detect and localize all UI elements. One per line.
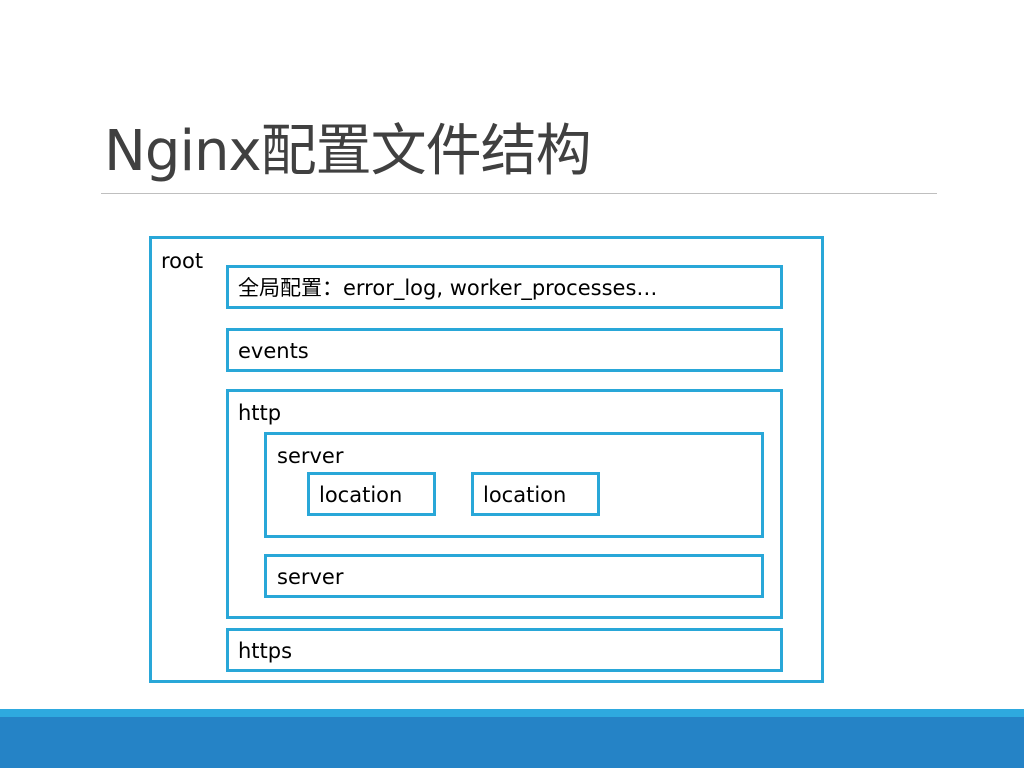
http-label: http xyxy=(238,401,282,425)
location-box: location xyxy=(471,472,600,516)
footer-band-light xyxy=(0,709,1024,717)
root-label: root xyxy=(161,249,204,273)
location-box: location xyxy=(307,472,436,516)
events-label: events xyxy=(238,339,309,363)
server-label: server xyxy=(277,565,344,589)
https-label: https xyxy=(238,639,293,663)
events-box: events xyxy=(226,328,783,372)
server-box: server xyxy=(264,554,764,598)
slide-title: Nginx配置文件结构 xyxy=(104,119,592,184)
global-config-label: 全局配置：error_log, worker_processes… xyxy=(238,276,658,300)
location-label: location xyxy=(483,483,567,507)
footer-band-dark xyxy=(0,717,1024,768)
https-box: https xyxy=(226,628,783,672)
title-divider xyxy=(101,193,937,194)
server-label: server xyxy=(277,444,344,468)
location-label: location xyxy=(319,483,403,507)
global-config-box: 全局配置：error_log, worker_processes… xyxy=(226,265,783,309)
